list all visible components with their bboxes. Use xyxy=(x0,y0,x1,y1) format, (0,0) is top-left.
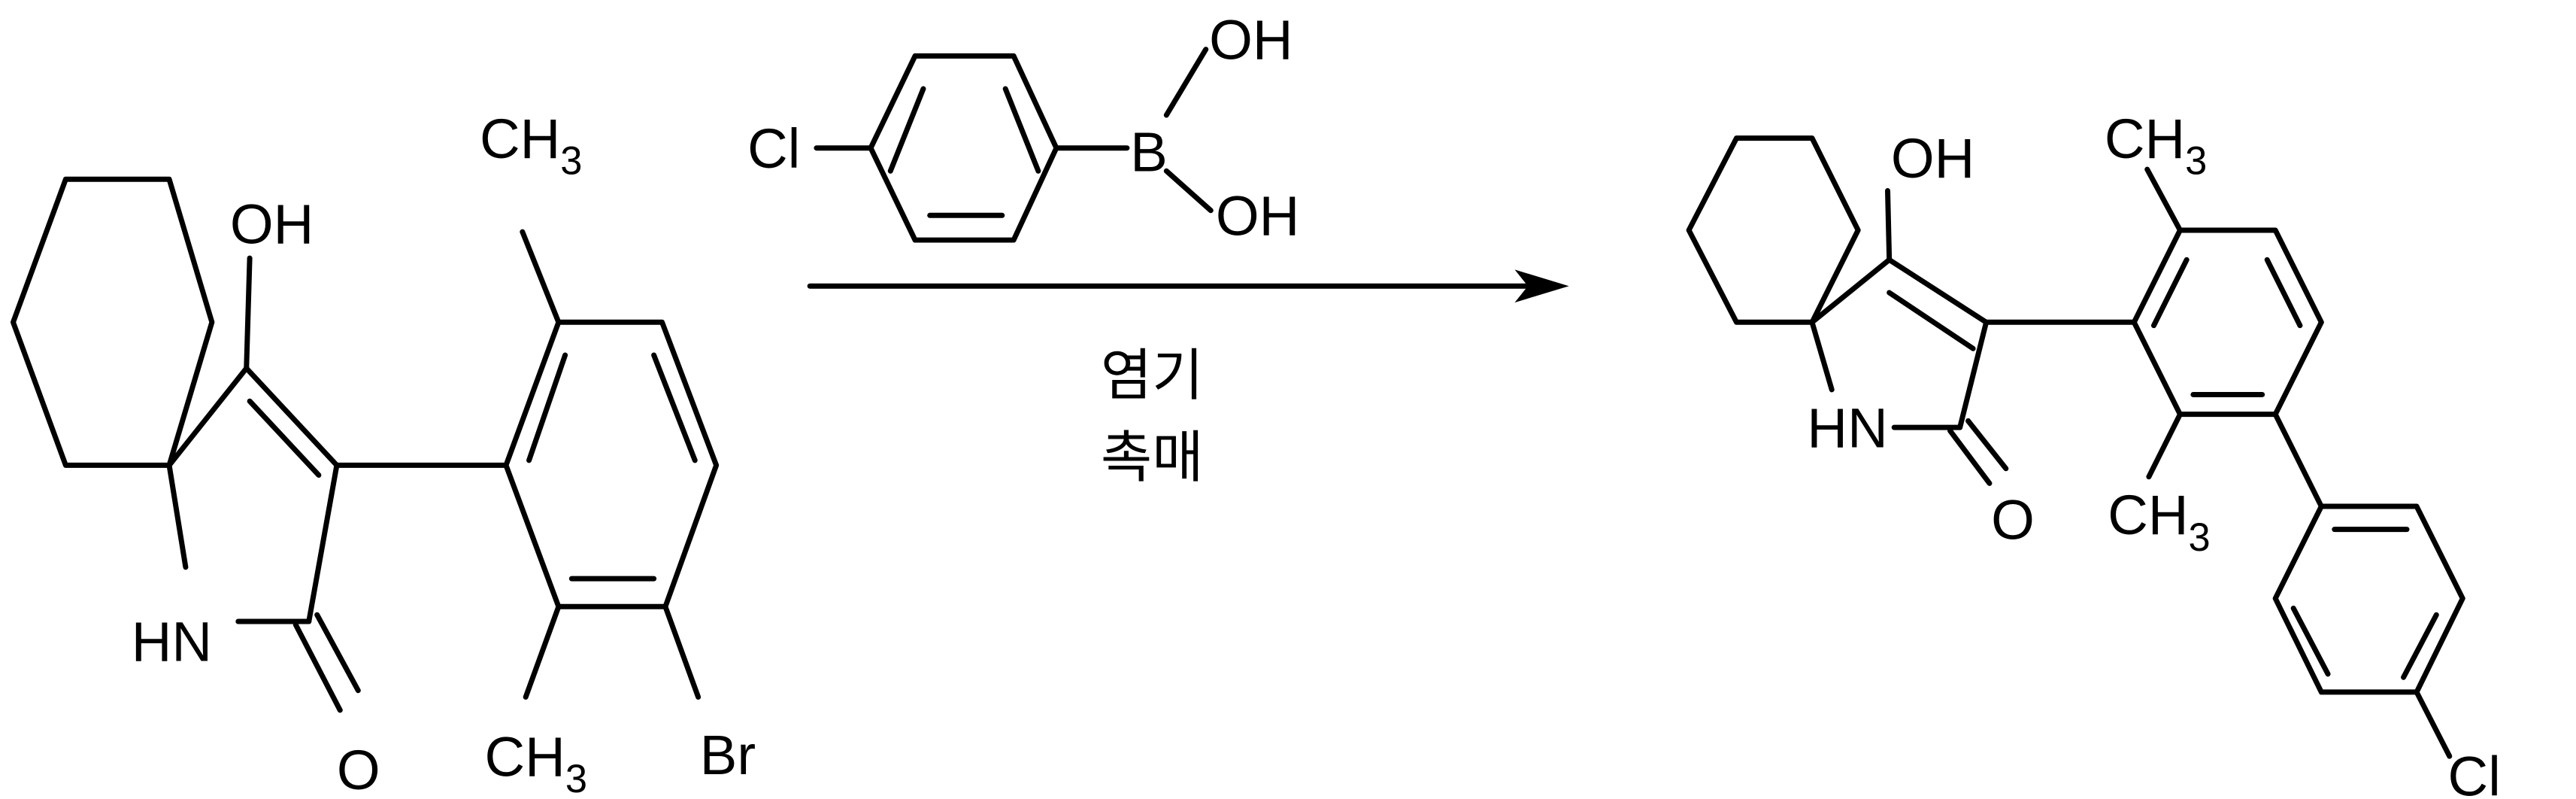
product-oh-label: OH xyxy=(1891,127,1974,190)
product-o-label: O xyxy=(1991,489,2035,551)
product-ch3-bottom-label: CH3 xyxy=(2108,484,2210,560)
reagent-oh2-label: OH xyxy=(1216,185,1299,248)
condition-catalyst-label: 촉매 xyxy=(1101,425,1204,491)
product-hn-label: HN xyxy=(1807,396,1887,459)
product-ch3-top-label: CH3 xyxy=(2105,108,2207,184)
reactant-ch3-bottom-label: CH3 xyxy=(485,725,587,799)
product-cyclohexane-ring xyxy=(1686,135,1861,325)
product-molecule: OH HN O CH3 CH3 Cl xyxy=(1686,108,2501,799)
reactant-oh-label: OH xyxy=(230,193,314,255)
product-benzene-ring xyxy=(2131,227,2324,418)
reactant-molecule: OH HN O CH3 CH3 Br xyxy=(10,108,756,799)
product-cl-label: Cl xyxy=(2448,746,2501,799)
reaction-arrow xyxy=(807,269,1569,303)
reagent-molecule: Cl B OH OH xyxy=(747,9,1299,248)
reagent-b-label: B xyxy=(1130,120,1168,183)
reactant-hn-label: HN xyxy=(132,610,212,673)
reagent-oh1-label: OH xyxy=(1209,9,1293,71)
condition-base-label: 염기 xyxy=(1101,342,1204,408)
reactant-ch3-top-label: CH3 xyxy=(480,108,582,184)
benzene-ring xyxy=(503,319,720,609)
reactant-o-label: O xyxy=(337,739,380,799)
reactant-br-label: Br xyxy=(700,724,756,786)
product-chlorophenyl-ring xyxy=(2272,503,2465,695)
arrow-head-icon xyxy=(1514,269,1569,303)
reagent-cl-label: Cl xyxy=(747,117,800,180)
cyclohexane-ring xyxy=(10,176,215,468)
